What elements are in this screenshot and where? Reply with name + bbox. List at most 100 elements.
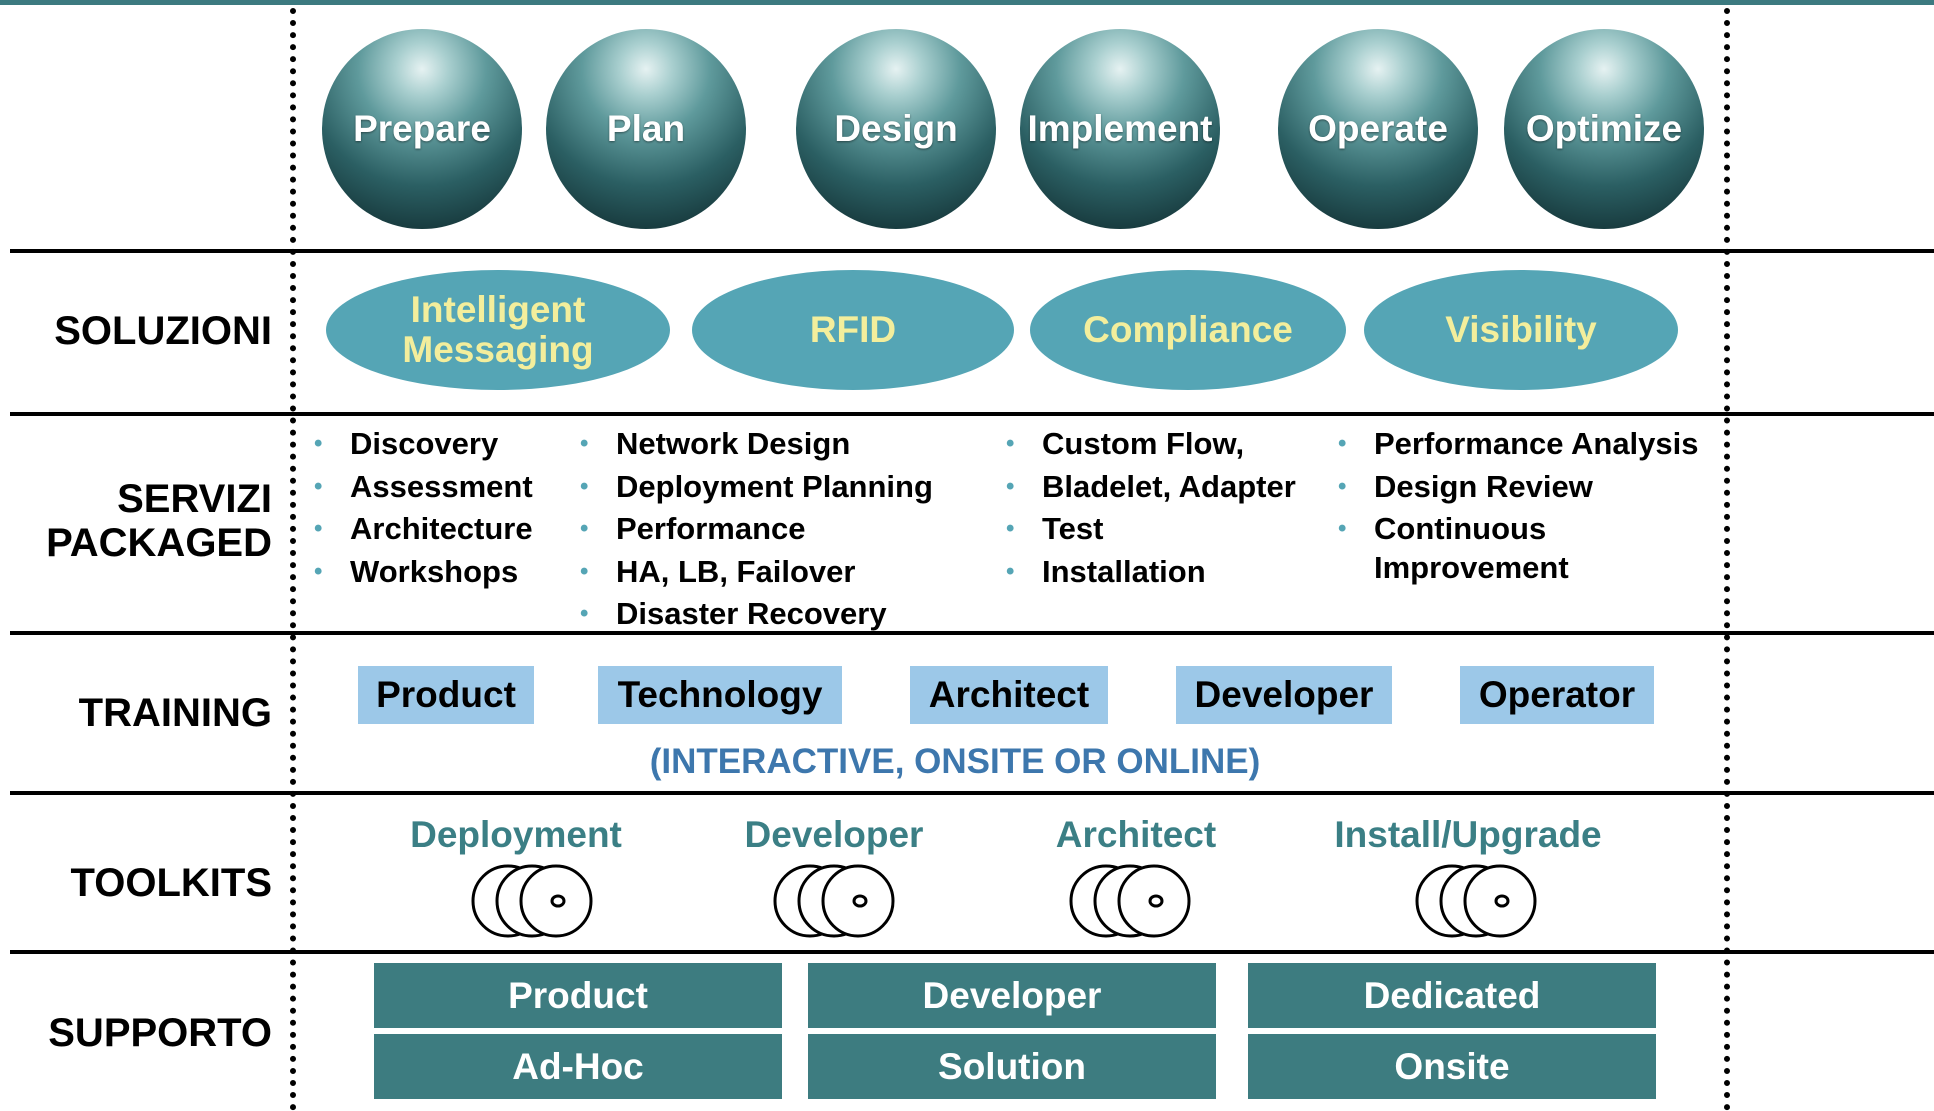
services-column-3: •Custom Flow, • Bladelet, Adapter • Test •… [1006,423,1296,593]
solution-label-line2: Messaging [402,329,594,370]
list-item-text: Discovery [350,426,499,461]
phase-design-sphere: Design [796,29,996,229]
list-item: • Workshops [314,551,533,594]
training-label: Developer [1194,674,1374,715]
support-dedicated-box: Dedicated [1248,963,1656,1028]
list-item: •Network Design [580,423,933,466]
phase-prepare-sphere: Prepare [322,29,522,229]
toolkit-label-architect: Architect [1055,814,1217,855]
bullet-dot-icon: • [314,557,323,585]
bullet-dot-icon: • [580,515,589,542]
phase-plan-sphere: Plan [546,29,746,229]
services-column-2: •Network Design •Deployment Planning •Pe… [580,423,933,636]
list-item: •Deployment Planning [580,466,933,509]
list-item-text: Network Design [616,426,851,461]
list-item: • Discovery [314,423,533,466]
phase-implement-sphere: Implement [1020,29,1220,229]
bullet-dot-icon: • [1006,557,1015,585]
list-item: •Performance Analysis [1338,423,1699,466]
phase-optimize-sphere: Optimize [1504,29,1704,229]
support-label: Ad-Hoc [512,1045,644,1087]
toolkit-label-developer: Developer [744,814,924,855]
row-separator [10,791,1934,795]
training-architect-box: Architect [910,666,1108,724]
list-item: • HA, LB, Failover [580,551,933,594]
list-item: •Custom Flow, [1006,423,1296,466]
support-label: Solution [938,1045,1086,1087]
solution-label: Compliance [1083,309,1293,350]
row-label-supporto: SUPPORTO [48,1011,272,1055]
training-label: Product [376,674,516,715]
services-column-1: •Discovery •Assessment •Architecture •Wo… [314,423,533,594]
cd-disc-stack-icon [1415,864,1537,938]
list-item: • Bladelet, Adapter [1006,466,1296,509]
bullet-dot-icon: • [1006,472,1015,500]
training-operator-box: Operator [1460,666,1654,724]
list-item: •Assessment [314,466,533,509]
solution-label: Visibility [1445,309,1597,350]
support-developer-box: Developer [808,963,1216,1028]
support-solution-box: Solution [808,1034,1216,1099]
list-item-text: Workshops [350,553,519,589]
list-item: • Test [1006,508,1296,551]
toolkit-label-deployment: Deployment [410,814,622,855]
training-delivery-note: (INTERACTIVE, ONSITE OR ONLINE) [649,742,1261,781]
phase-label: Plan [606,108,686,149]
support-label: Product [508,974,648,1016]
row-label-packaged: PACKAGED [46,521,272,565]
support-onsite-box: Onsite [1248,1034,1656,1099]
list-item: •Disaster Recovery [580,593,933,636]
list-item-text: Design Review [1374,468,1593,504]
list-item-text: Test [1042,511,1104,546]
list-item-text: Bladelet, Adapter [1042,468,1296,504]
support-ad-hoc-box: Ad-Hoc [374,1034,782,1099]
list-item-text: Disaster Recovery [616,596,887,631]
bullet-dot-icon: • [1006,430,1015,457]
row-separator [10,249,1934,253]
phase-label: Prepare [353,108,491,149]
phase-label: Implement [1027,108,1213,149]
bullet-dot-icon: • [1006,515,1015,542]
services-column-4: •Performance Analysis •Design Review • Co… [1338,423,1699,585]
row-separator [10,412,1934,416]
list-item-continuation: Improvement [1374,549,1699,585]
list-item-text: Performance Analysis [1374,426,1699,461]
solution-visibility: Visibility [1364,270,1678,390]
phase-operate-sphere: Operate [1278,29,1478,229]
bullet-dot-icon: • [1338,515,1347,542]
training-label: Operator [1478,674,1636,715]
solution-label: RFID [809,309,897,350]
phase-label: Optimize [1525,108,1683,149]
row-label-servizi: SERVIZI [117,477,272,521]
row-label-training: TRAINING [78,691,272,735]
right-dotted-divider [1724,8,1730,1111]
bullet-dot-icon: • [580,557,589,585]
list-item: • Continuous [1338,508,1699,551]
list-item: •Design Review [1338,466,1699,509]
bullet-dot-icon: • [314,472,323,500]
row-label-toolkits: TOOLKITS [70,861,272,905]
row-separator [10,950,1934,954]
list-item-text: Performance [616,511,806,546]
solution-compliance: Compliance [1030,270,1346,390]
bullet-dot-icon: • [314,515,323,542]
list-item-text: Improvement [1374,549,1569,585]
bullet-dot-icon: • [314,430,323,457]
bullet-dot-icon: • [580,472,589,500]
list-item-text: Installation [1042,553,1206,589]
support-label: Onsite [1394,1045,1510,1087]
cd-disc-stack-icon [471,864,593,938]
support-label: Developer [922,974,1102,1016]
toolkit-label-install-upgrade: Install/Upgrade [1334,814,1602,855]
cd-disc-stack-icon [1069,864,1191,938]
top-accent-bar [0,0,1934,5]
list-item-text: HA, LB, Failover [616,553,856,589]
solution-label-line1: Intelligent [410,289,586,330]
training-product-box: Product [358,666,534,724]
left-dotted-divider [290,8,296,1111]
phase-label: Operate [1308,108,1448,149]
support-product-box: Product [374,963,782,1028]
training-label: Architect [928,674,1090,715]
list-item-text: Continuous [1374,511,1547,546]
